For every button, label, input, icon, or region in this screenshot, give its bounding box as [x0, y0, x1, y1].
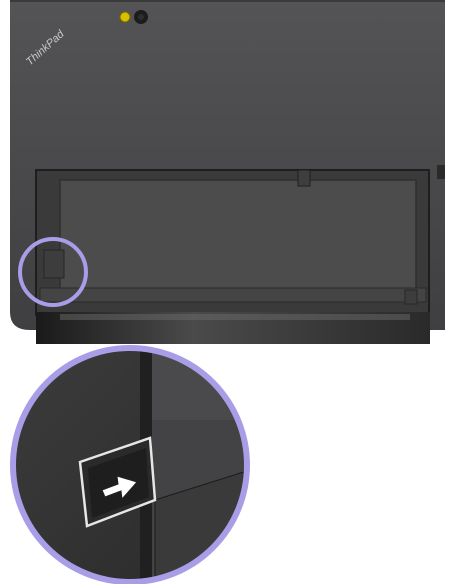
- side-button: [437, 165, 445, 179]
- kickstand-bar: [36, 312, 430, 344]
- kickstand-panel: [36, 170, 429, 315]
- zoom-detail: [10, 345, 250, 584]
